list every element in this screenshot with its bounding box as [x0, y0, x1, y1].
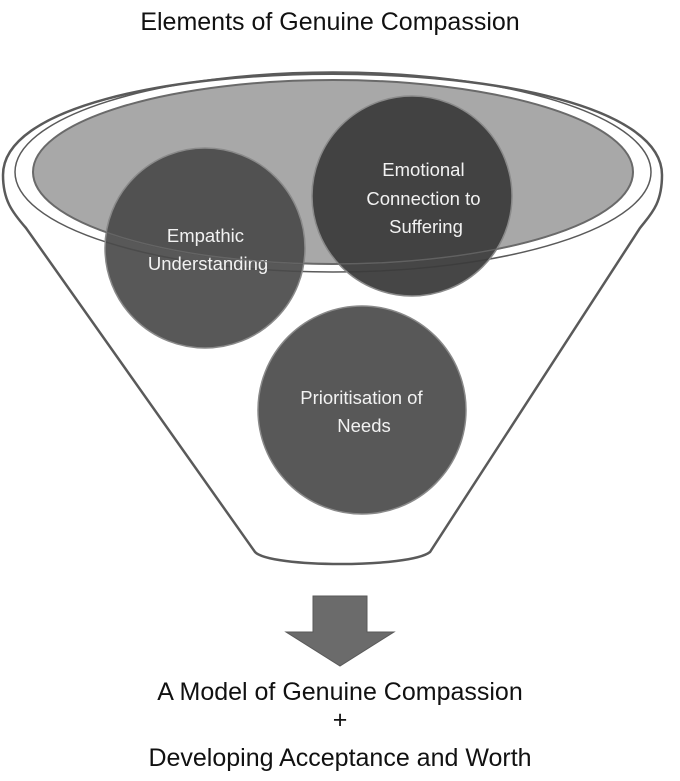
circle-emotional-connection-label: Emotional Connection to Suffering — [366, 159, 485, 237]
diagram-title: Elements of Genuine Compassion — [140, 8, 519, 36]
circle-emotional-line-2: Connection to — [366, 188, 480, 209]
outcome-plus: + — [333, 706, 348, 734]
funnel-mouth-edge-overlay — [32, 171, 634, 265]
circle-emotional-connection — [311, 95, 513, 297]
circle-prioritisation-line-2: Needs — [337, 415, 390, 436]
circle-empathic-understanding-label: Empathic Understanding — [148, 225, 268, 274]
down-arrow-icon — [284, 595, 396, 667]
circle-emotional-line-1: Emotional — [382, 159, 464, 180]
circle-prioritisation-label: Prioritisation of Needs — [300, 387, 428, 436]
funnel-rim — [14, 71, 652, 273]
circle-empathic-understanding — [104, 147, 306, 349]
circle-empathic-line-2: Understanding — [148, 253, 268, 274]
outcome-line-2: Developing Acceptance and Worth — [148, 744, 531, 772]
circle-prioritisation-of-needs — [257, 305, 467, 515]
circle-prioritisation-line-1: Prioritisation of — [300, 387, 423, 408]
circle-emotional-line-3: Suffering — [389, 216, 463, 237]
circle-empathic-line-1: Empathic — [167, 225, 244, 246]
outcome-line-1: A Model of Genuine Compassion — [157, 678, 523, 706]
